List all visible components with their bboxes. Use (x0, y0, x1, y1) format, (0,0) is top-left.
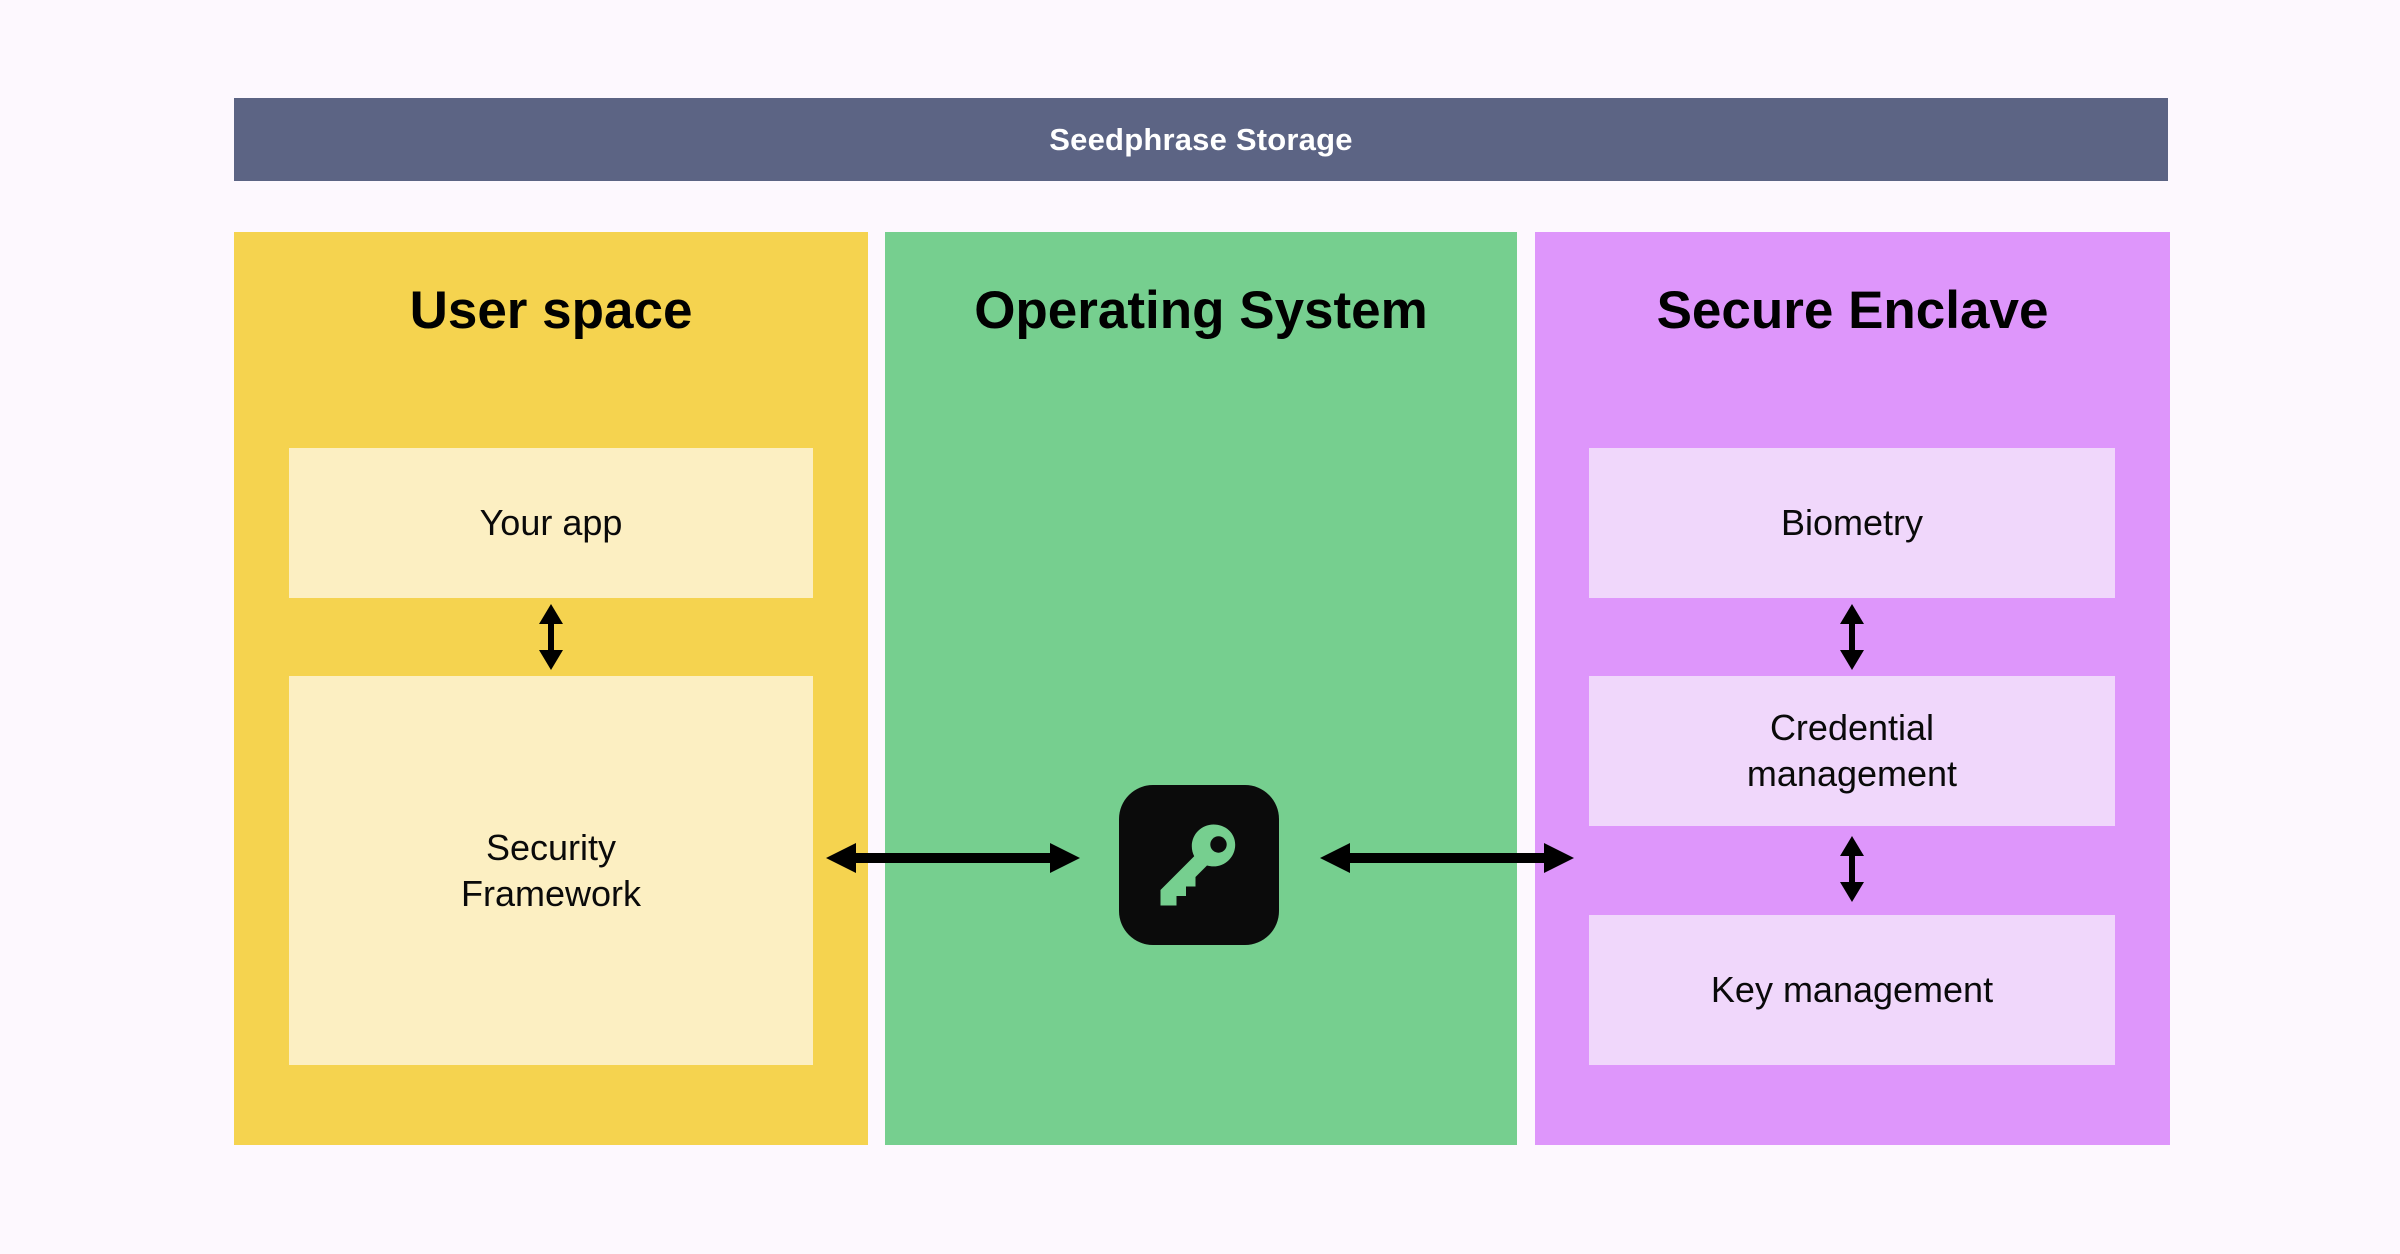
column-user-space: User space Your app Security Framework (234, 232, 868, 1145)
column-secure-enclave: Secure Enclave Biometry Credential manag… (1535, 232, 2170, 1145)
column-title-user-space: User space (409, 281, 693, 340)
box-your-app[interactable]: Your app (289, 448, 813, 598)
column-operating-system: Operating System (885, 232, 1517, 1145)
box-key-management-label: Key management (1710, 969, 1994, 1011)
box-biometry[interactable]: Biometry (1589, 448, 2115, 598)
arrow-user-space-to-operating-system (826, 836, 1080, 880)
box-your-app-label: Your app (479, 502, 623, 544)
box-security-framework[interactable]: Security Framework (289, 676, 813, 1065)
box-credential-management-line2: management (1746, 753, 1958, 794)
diagram-title: Seedphrase Storage (1049, 122, 1353, 157)
arrow-operating-system-to-secure-enclave (1320, 836, 1574, 880)
box-security-framework-line1: Security (485, 826, 617, 868)
box-biometry-label: Biometry (1780, 502, 1924, 544)
arrow-credential-management-to-key-management (1832, 836, 1872, 902)
arrow-your-app-to-security-framework (531, 604, 571, 670)
column-title-secure-enclave: Secure Enclave (1656, 281, 2049, 340)
arrow-biometry-to-credential-management (1832, 604, 1872, 670)
box-security-framework-line2: Framework (460, 872, 642, 914)
key-icon (1119, 785, 1279, 945)
box-credential-management[interactable]: Credential management (1589, 676, 2115, 826)
box-key-management[interactable]: Key management (1589, 915, 2115, 1065)
column-title-operating-system: Operating System (974, 281, 1428, 340)
box-security-framework-label: Security Framework (461, 825, 641, 916)
box-credential-management-label: Credential management (1747, 705, 1957, 796)
box-credential-management-line1: Credential (1769, 707, 1935, 749)
diagram-title-bar: Seedphrase Storage (234, 98, 2168, 181)
